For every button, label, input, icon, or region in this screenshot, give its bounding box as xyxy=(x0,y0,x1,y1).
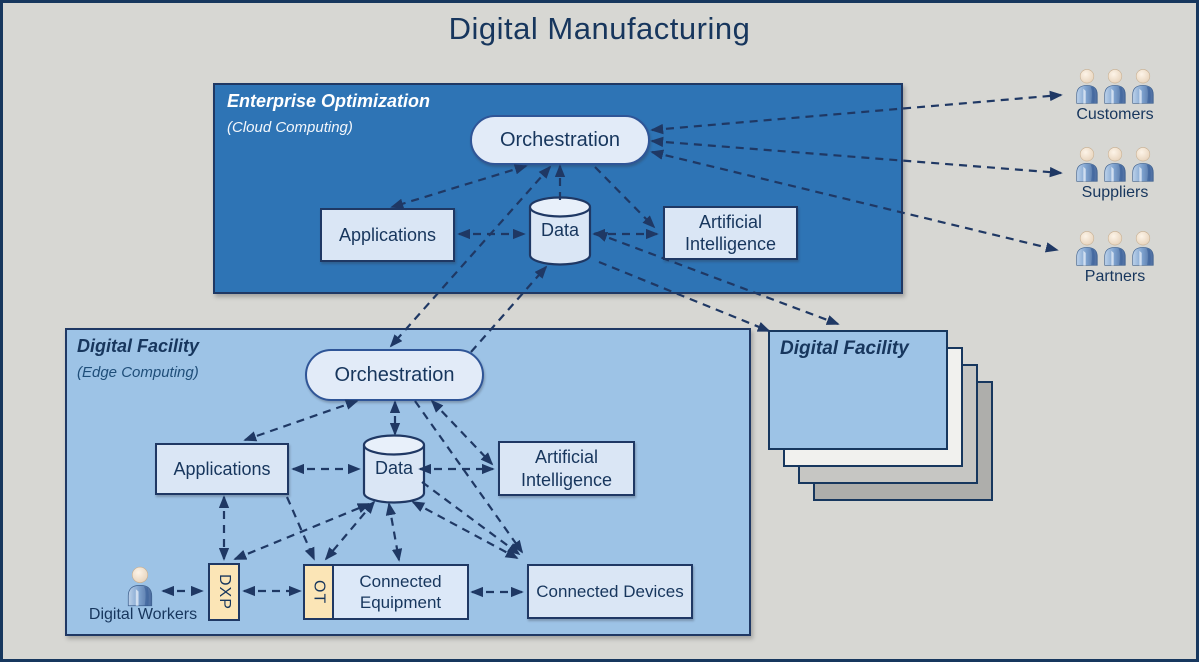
facility-ai-label: Artificial Intelligence xyxy=(520,447,613,490)
enterprise-data-cylinder: Data xyxy=(527,196,593,268)
facility-data-cylinder: Data xyxy=(361,434,427,506)
person-icon xyxy=(1076,230,1098,266)
facility-orchestration-label: Orchestration xyxy=(334,363,455,386)
facility-ai-node: Artificial Intelligence xyxy=(498,441,635,496)
stakeholder-group-customers: Customers xyxy=(1059,67,1171,124)
enterprise-orchestration-node: Orchestration xyxy=(470,115,650,165)
enterprise-applications-label: Applications xyxy=(338,224,437,245)
facility-ot-label: OT xyxy=(310,579,328,605)
person-icon xyxy=(127,566,153,607)
enterprise-orchestration-label: Orchestration xyxy=(499,128,621,151)
person-icon xyxy=(1076,68,1098,104)
facility-connected-equipment-label: Connected Equipment xyxy=(359,571,442,612)
customers-icons xyxy=(1059,67,1171,105)
facility-orchestration-node: Orchestration xyxy=(305,349,484,401)
facility-applications-label: Applications xyxy=(173,458,271,479)
suppliers-label: Suppliers xyxy=(1081,184,1149,201)
facility-dxp-node: DXP xyxy=(208,563,240,621)
enterprise-ai-node: Artificial Intelligence xyxy=(663,206,798,260)
partners-label: Partners xyxy=(1084,268,1146,285)
page-title: Digital Manufacturing xyxy=(448,11,751,46)
enterprise-ai-label: Artificial Intelligence xyxy=(684,211,777,255)
person-icon xyxy=(1132,146,1154,182)
stakeholder-group-partners: Partners xyxy=(1059,229,1171,286)
partners-icons xyxy=(1059,229,1171,267)
person-icon xyxy=(1132,68,1154,104)
facility-connected-equipment-box: Connected Equipment xyxy=(332,564,469,620)
facility-connected-devices-node: Connected Devices xyxy=(527,564,693,619)
person-icon xyxy=(1104,68,1126,104)
facility-subtitle: (Edge Computing) xyxy=(77,364,199,381)
customers-label: Customers xyxy=(1076,106,1154,123)
facility-dxp-label: DXP xyxy=(216,574,233,610)
digital-workers-label: Digital Workers xyxy=(88,606,198,623)
person-icon xyxy=(1076,146,1098,182)
digital-worker-icon xyxy=(125,565,155,612)
facility-applications-node: Applications xyxy=(155,443,289,495)
enterprise-title: Enterprise Optimization xyxy=(227,91,431,111)
facility-data-label: Data xyxy=(374,458,414,478)
suppliers-icons xyxy=(1059,145,1171,183)
facility-ot-tab: OT xyxy=(303,564,334,620)
person-icon xyxy=(1104,146,1126,182)
facility-title: Digital Facility xyxy=(77,336,200,356)
facility-stack-card-front: Digital Facility xyxy=(768,330,948,450)
stakeholder-group-suppliers: Suppliers xyxy=(1059,145,1171,202)
facility-connected-devices-label: Connected Devices xyxy=(536,581,684,601)
facility-stack-title: Digital Facility xyxy=(780,338,909,359)
person-icon xyxy=(1132,230,1154,266)
enterprise-subtitle: (Cloud Computing) xyxy=(227,119,353,136)
enterprise-data-label: Data xyxy=(540,220,580,240)
enterprise-applications-node: Applications xyxy=(320,208,455,262)
person-icon xyxy=(1104,230,1126,266)
facility-connected-equipment-node: OT Connected Equipment xyxy=(303,564,469,620)
